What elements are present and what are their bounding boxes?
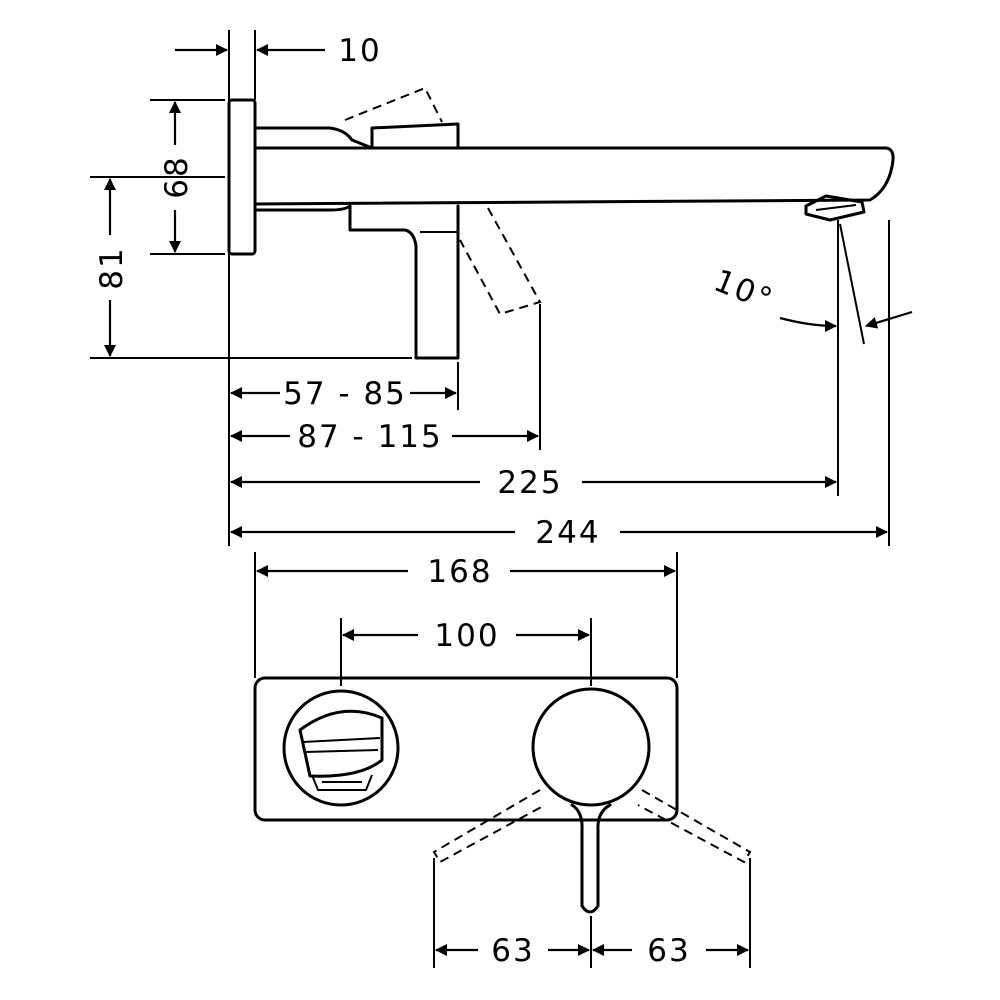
lever-position-up	[344, 86, 443, 123]
mixer-knob	[531, 687, 651, 807]
spout-body	[253, 146, 895, 206]
dim-handle-projection-lever: 87 - 115	[297, 419, 443, 455]
side-view: 10 68 81 57 - 85 87 - 115 225 244 10°	[90, 30, 913, 551]
spout-outlet	[282, 689, 400, 807]
wall-plate	[227, 98, 257, 256]
body-lower	[253, 204, 352, 212]
mixer-lever	[570, 803, 612, 914]
front-view: 168 100 63 63	[253, 552, 752, 969]
dim-spout-outlet: 225	[497, 465, 562, 501]
dim-lever-swing-left: 63	[491, 933, 534, 969]
dim-handle-projection: 57 - 85	[283, 376, 407, 412]
front-plate	[253, 676, 679, 822]
lever-swing-left	[432, 789, 546, 864]
dim-plate-height: 68	[159, 155, 195, 198]
dim-axis-distance: 100	[434, 618, 499, 654]
dim-wall-plate-thickness: 10	[338, 33, 381, 69]
lever-position-down	[459, 207, 542, 316]
handle-top-block	[370, 122, 460, 150]
dim-spout-total: 244	[535, 515, 600, 551]
body-upper	[253, 126, 374, 150]
dim-front-plate-width: 168	[427, 554, 492, 590]
lever-swing-right	[637, 789, 752, 864]
dim-spout-angle: 10°	[709, 263, 779, 319]
dim-lever-swing-right: 63	[647, 933, 690, 969]
dim-total-height: 81	[94, 246, 130, 289]
handle-lever	[348, 204, 460, 360]
spout-aerator	[804, 194, 866, 222]
